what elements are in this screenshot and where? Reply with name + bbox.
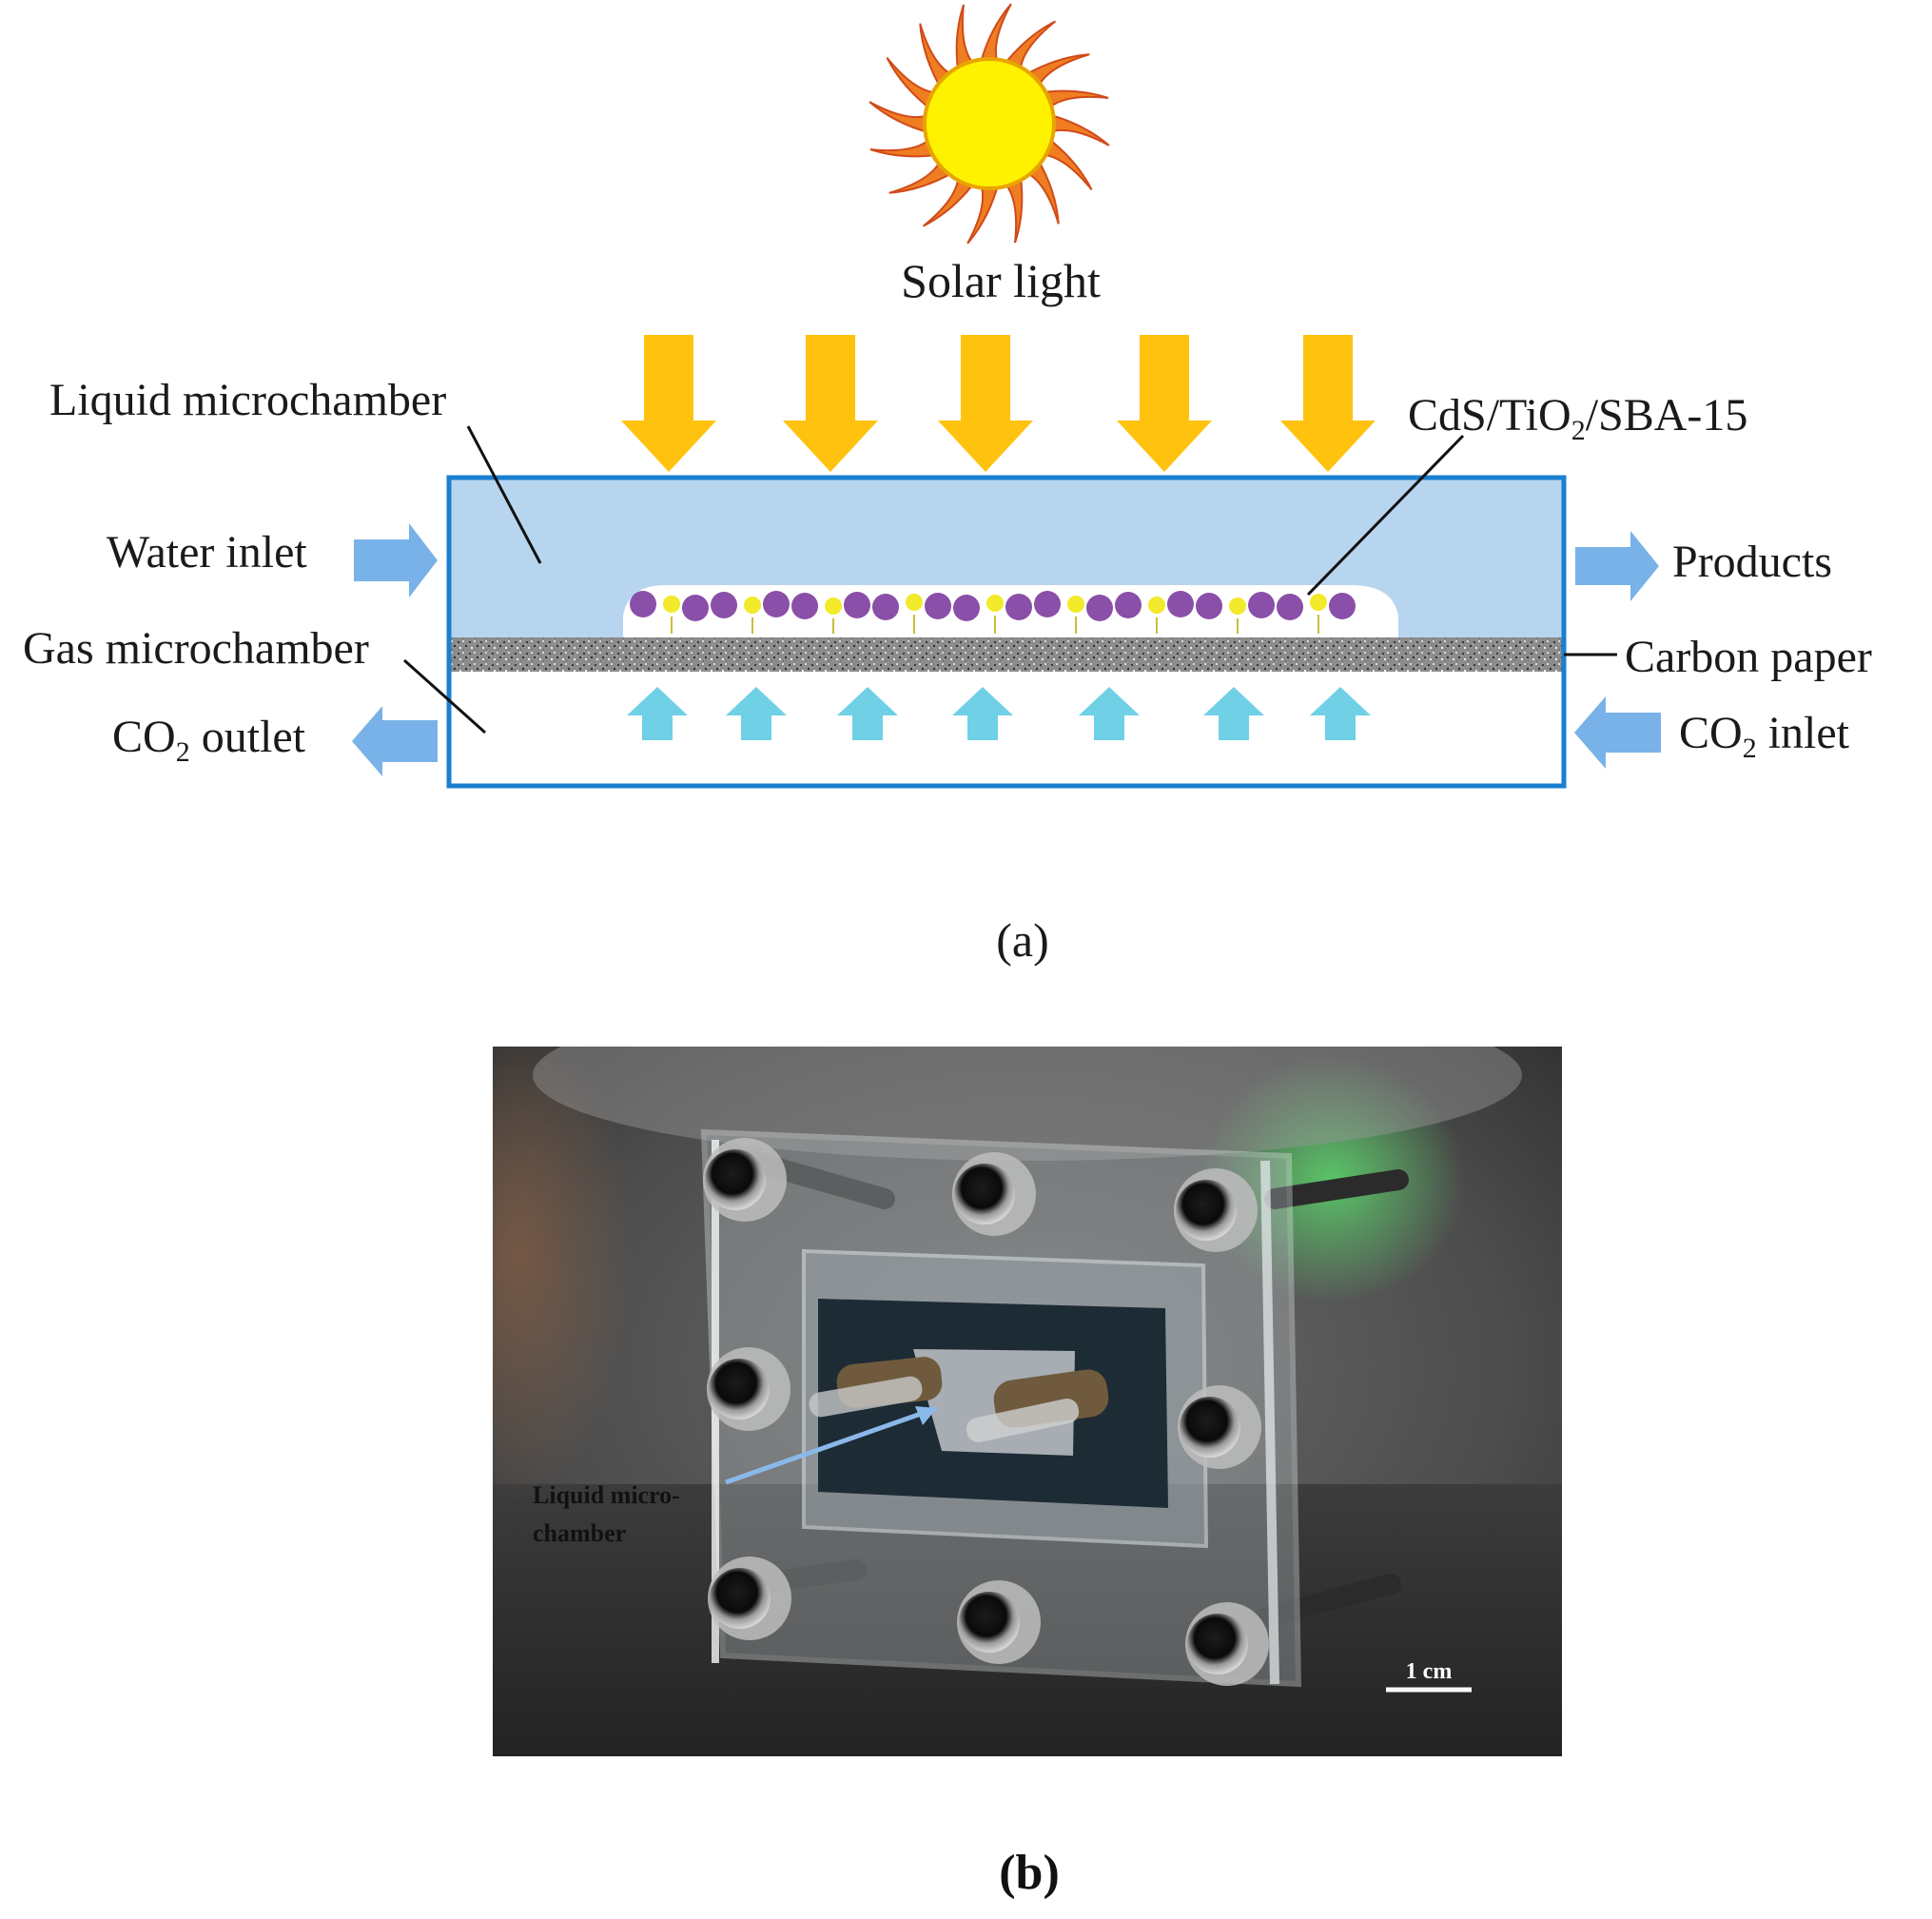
cds-particle <box>925 593 951 619</box>
tio2-particle <box>1225 594 1250 618</box>
sun-ray <box>888 156 957 194</box>
cds-particle <box>763 591 790 617</box>
carbon-paper-label: Carbon paper <box>1625 632 1872 682</box>
cds-particle <box>1196 593 1222 619</box>
cds-particle <box>682 595 709 621</box>
sunlight-arrow <box>1117 335 1212 472</box>
sun-ray <box>1046 112 1110 147</box>
sunlight-arrow <box>783 335 878 472</box>
cds-particle <box>1086 595 1113 621</box>
photo-bolts <box>703 1138 1269 1686</box>
sun-ray <box>868 101 932 135</box>
cds-particle <box>791 593 818 619</box>
tio2-particle <box>821 594 846 618</box>
bolt-head <box>710 1568 771 1629</box>
bolt-head <box>1180 1397 1240 1458</box>
catalyst-label: CdS/TiO2/SBA-15 <box>1408 390 1747 446</box>
water-inlet-label: Water inlet <box>107 527 307 578</box>
co2-arrow <box>1310 687 1371 740</box>
sun-ray <box>922 172 978 227</box>
solar-light-label: Solar light <box>901 254 1101 307</box>
photo-label-line2: chamber <box>533 1519 626 1547</box>
sun-ray <box>1038 135 1093 191</box>
co2-arrow <box>952 687 1013 740</box>
tio2-particle <box>1064 592 1088 617</box>
sun-ray <box>886 56 941 112</box>
carbon-paper <box>449 637 1564 672</box>
photo-pointer-line <box>725 1405 938 1485</box>
tio2-particle <box>1144 593 1169 617</box>
tio2-particle <box>740 593 765 617</box>
inner-fittings <box>809 1357 1109 1442</box>
sun-ray <box>1038 89 1109 112</box>
gas-microchamber <box>449 672 1564 786</box>
cds-particle <box>1329 593 1356 619</box>
sun-ray <box>978 3 1012 67</box>
cds-particle <box>630 591 656 617</box>
bolt-head <box>1187 1614 1248 1674</box>
sun-ray <box>1022 53 1090 91</box>
cds-particle <box>844 592 870 618</box>
cds-particle <box>711 592 737 618</box>
panel-b-caption: (b) <box>999 1846 1060 1900</box>
cds-particle <box>1167 591 1194 617</box>
co2-diffusion-arrows <box>627 687 1371 740</box>
products-arrow <box>1575 531 1659 601</box>
co2-arrow <box>837 687 898 740</box>
cds-particle <box>872 594 899 620</box>
sunlight-arrow <box>938 335 1033 472</box>
cds-particle <box>1277 594 1303 620</box>
catalyst-leader-line <box>1306 434 1465 597</box>
bolt-head <box>705 1149 766 1210</box>
liquid-leader-line <box>466 425 542 564</box>
cds-particle <box>1115 592 1142 618</box>
cds-particle <box>1005 594 1032 620</box>
scale-bar-label: 1 cm <box>1406 1659 1453 1684</box>
bolt-head <box>959 1592 1020 1653</box>
sunlight-arrow <box>1280 335 1376 472</box>
tio2-particle <box>659 592 684 617</box>
liquid-microchamber-label: Liquid microchamber <box>49 375 446 425</box>
gas-leader-line <box>403 658 486 734</box>
reactor-border <box>446 475 1567 789</box>
cds-particle <box>1034 591 1061 617</box>
sun-ray <box>919 23 957 91</box>
photo-label-line1: Liquid micro- <box>533 1481 680 1509</box>
products-label: Products <box>1672 537 1832 587</box>
bolt-head <box>709 1359 770 1420</box>
panel-b-photo: Liquid micro- chamber 1 cm <box>493 1047 1562 1756</box>
co2-inlet-label: CO2 inlet <box>1679 708 1850 764</box>
bolt-head <box>1176 1180 1237 1241</box>
cds-particle <box>953 595 980 621</box>
co2-outlet-label: CO2 outlet <box>112 712 306 768</box>
sunlight-arrows <box>621 335 1376 472</box>
co2-inlet-arrow <box>1574 696 1661 769</box>
sun-ray <box>966 181 1001 245</box>
sun-ray <box>1022 156 1060 225</box>
catalyst-particles <box>630 590 1356 634</box>
co2-arrow <box>627 687 688 740</box>
tio2-particle <box>902 590 927 615</box>
sun-ray <box>955 4 978 75</box>
co2-arrow <box>726 687 787 740</box>
sun-ray <box>1001 172 1024 244</box>
tio2-particle <box>1306 590 1331 615</box>
sun-ray <box>1001 20 1057 75</box>
tio2-particle <box>983 591 1007 616</box>
photo-pointer-head <box>915 1406 937 1425</box>
sun-ray <box>869 135 941 158</box>
co2-arrow <box>1203 687 1264 740</box>
sun-icon <box>868 3 1110 245</box>
panel-a: Solar light Liquid microchamber CdS/TiO2… <box>23 3 1872 967</box>
co2-arrow <box>1079 687 1140 740</box>
bolt-head <box>954 1164 1015 1224</box>
panel-a-caption: (a) <box>996 913 1049 967</box>
gas-microchamber-label: Gas microchamber <box>23 623 369 674</box>
cds-particle <box>1248 592 1275 618</box>
co2-outlet-arrow <box>352 706 438 776</box>
sun-disc <box>923 57 1056 190</box>
sunlight-arrow <box>621 335 716 472</box>
water-inlet-arrow <box>354 523 438 597</box>
